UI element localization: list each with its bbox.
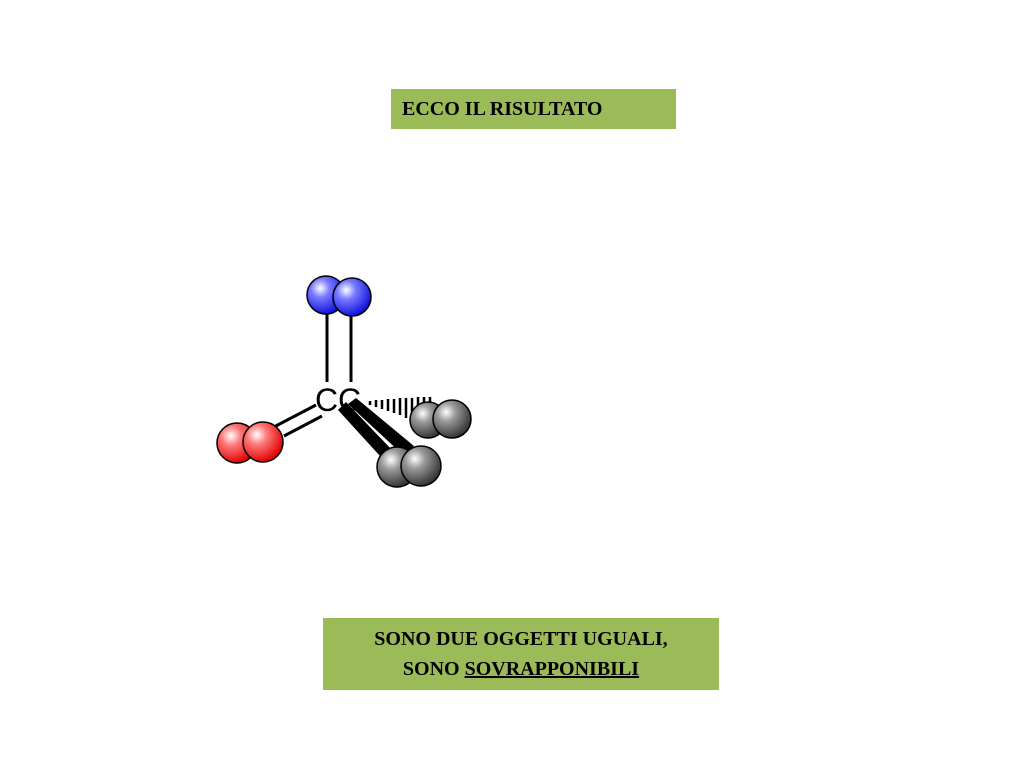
atom-gray-back-2 bbox=[432, 399, 472, 439]
conclusion-box: SONO DUE OGGETTI UGUALI, SONO SOVRAPPONI… bbox=[323, 618, 719, 690]
conclusion-emphasis: SOVRAPPONIBILI bbox=[464, 658, 640, 680]
conclusion-line-2-prefix: SONO bbox=[402, 658, 465, 680]
conclusion-line-2: SONO SOVRAPPONIBILI bbox=[323, 654, 719, 684]
carbon-label-1: C bbox=[315, 382, 338, 418]
conclusion-line-1: SONO DUE OGGETTI UGUALI, bbox=[374, 628, 668, 650]
atom-red-2 bbox=[242, 421, 284, 463]
bond-left-2 bbox=[283, 414, 323, 438]
atom-blue-2 bbox=[332, 277, 372, 317]
carbon-label-2: C bbox=[338, 382, 361, 418]
wedge-bond-1 bbox=[338, 402, 392, 456]
title-text: ECCO IL RISULTATO bbox=[402, 98, 603, 120]
title-box: ECCO IL RISULTATO bbox=[391, 89, 676, 129]
bond-left-1 bbox=[271, 403, 317, 430]
wedge-bond-2 bbox=[348, 398, 414, 454]
atom-gray-front-2 bbox=[400, 445, 442, 487]
